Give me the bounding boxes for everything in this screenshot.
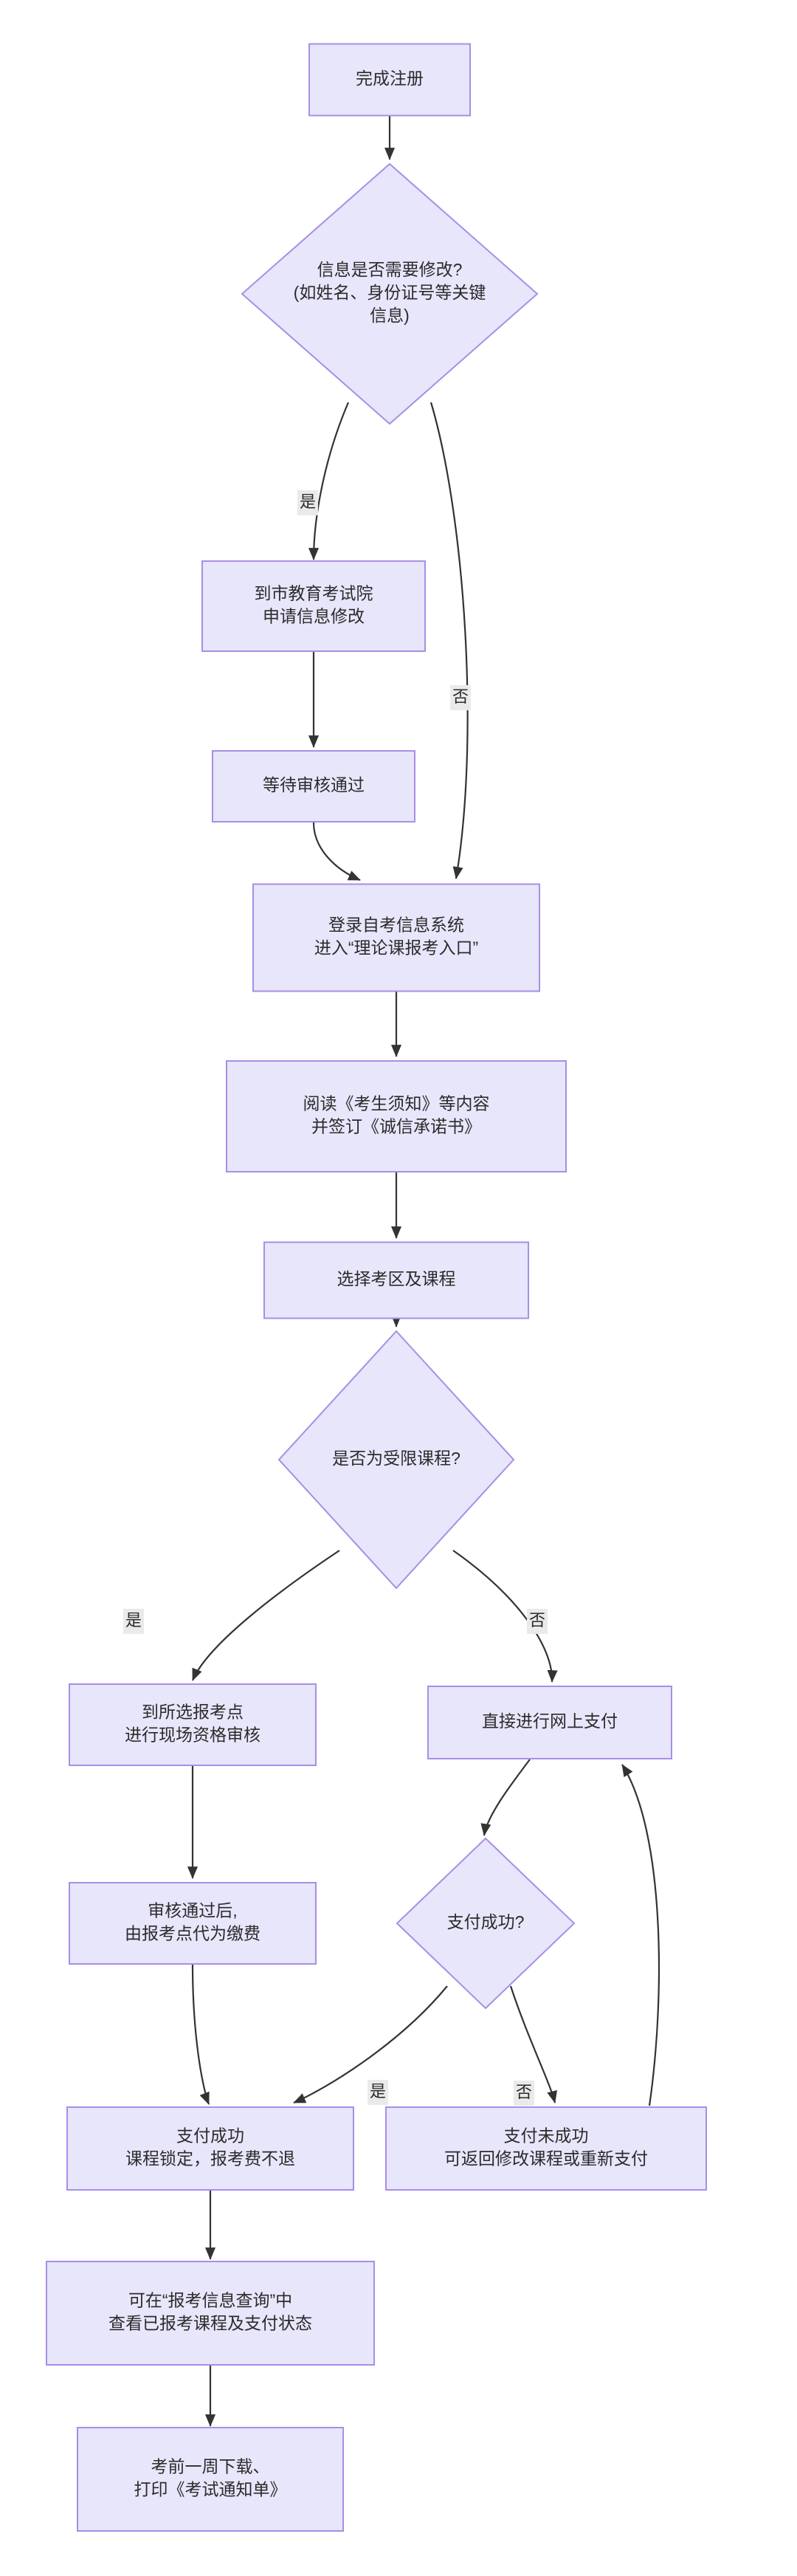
node-label: 进入“理论课报考入口” (314, 938, 478, 958)
node-label: 可返回修改课程或重新支付 (444, 2149, 648, 2168)
flow-edge (621, 1764, 660, 2106)
edge-label-text: 否 (529, 1611, 545, 1629)
process-shape (427, 1686, 672, 1759)
process-shape (212, 750, 415, 822)
node-label: 选择考区及课程 (337, 1269, 456, 1288)
edge-label-background (123, 1609, 144, 1634)
edge-label-background (450, 685, 471, 710)
process-node[interactable]: 考前一周下载、打印《考试通知单》 (77, 2427, 344, 2532)
process-node[interactable]: 等待审核通过 (212, 750, 415, 822)
node-label: 登录自考信息系统 (328, 916, 464, 935)
node-label: 到市教育考试院 (255, 584, 373, 603)
edge-label-background (527, 1609, 548, 1634)
process-shape (201, 560, 426, 652)
node-label: 进行现场资格审核 (125, 1725, 261, 1745)
decision-node[interactable]: 支付成功? (396, 1837, 576, 2010)
node-label: 支付成功? (447, 1912, 525, 1931)
edge-label-background (297, 490, 318, 515)
node-label: 由报考点代为缴费 (125, 1924, 261, 1943)
edge-label-text: 是 (125, 1611, 142, 1629)
node-label: 并签订《诚信承诺书》 (311, 1117, 481, 1136)
decision-shape (241, 162, 539, 425)
node-label: 支付成功 (176, 2126, 244, 2146)
process-shape (385, 2106, 707, 2191)
process-shape (46, 2261, 375, 2366)
edge-labels-layer: 是否是否是否 (123, 490, 548, 2106)
edge-label-text: 是 (370, 2082, 386, 2101)
node-label: (如姓名、身份证号等关键 (294, 283, 486, 302)
edge-label: 否 (450, 685, 471, 710)
edge-label: 是 (123, 1609, 144, 1634)
flow-edge (308, 402, 350, 560)
flow-edge (191, 1964, 210, 2105)
process-shape (308, 43, 471, 117)
node-label: 直接进行网上支付 (482, 1711, 618, 1731)
node-label: 可在“报考信息查询”中 (128, 2291, 292, 2310)
process-shape (252, 883, 540, 992)
process-node[interactable]: 选择考区及课程 (263, 1241, 529, 1319)
edge-label-text: 是 (300, 492, 316, 511)
node-label: 查看已报考课程及支付状态 (108, 2314, 312, 2333)
flow-edge (191, 1550, 340, 1681)
node-label: 阅读《考生须知》等内容 (303, 1094, 490, 1113)
decision-shape (396, 1837, 576, 2010)
process-shape (69, 1882, 317, 1965)
decision-node[interactable]: 是否为受限课程? (277, 1330, 515, 1590)
edge-label: 是 (368, 2080, 388, 2105)
node-label: 信息是否需要修改? (317, 260, 463, 279)
node-label: 打印《考试通知单》 (134, 2480, 287, 2499)
process-node[interactable]: 直接进行网上支付 (427, 1686, 672, 1759)
node-label: 申请信息修改 (263, 607, 365, 626)
node-label: 信息) (370, 306, 410, 325)
edge-label-text: 否 (452, 687, 469, 706)
edge-label: 是 (297, 490, 318, 515)
edge-label: 否 (527, 1609, 548, 1634)
flow-edge (429, 402, 469, 879)
process-shape (226, 1060, 567, 1172)
process-node[interactable]: 完成注册 (308, 43, 471, 117)
decision-shape (277, 1330, 515, 1590)
node-label: 等待审核通过 (263, 775, 365, 794)
node-label: 是否为受限课程? (332, 1449, 460, 1468)
process-node[interactable]: 审核通过后, 由报考点代为缴费 (69, 1882, 317, 1965)
process-shape (263, 1241, 529, 1319)
edge-label: 否 (514, 2081, 534, 2106)
edge-label-background (514, 2081, 534, 2106)
edges-layer (187, 116, 660, 2427)
node-label: 到所选报考点 (142, 1703, 244, 1722)
flow-edge (293, 1985, 448, 2104)
process-shape (77, 2427, 344, 2532)
process-shape (69, 1683, 317, 1766)
flow-edge (509, 1985, 557, 2103)
flow-edge (480, 1759, 531, 1836)
node-label: 考前一周下载、 (151, 2457, 270, 2476)
edge-label-text: 否 (516, 2083, 532, 2101)
flow-edge (312, 822, 361, 882)
node-label: 审核通过后, (148, 1901, 237, 1920)
node-label: 支付未成功 (504, 2126, 589, 2146)
node-label: 完成注册 (356, 69, 424, 88)
edge-label-background (368, 2080, 388, 2105)
process-shape (66, 2106, 354, 2191)
node-label: 课程锁定，报考费不退 (125, 2149, 295, 2168)
